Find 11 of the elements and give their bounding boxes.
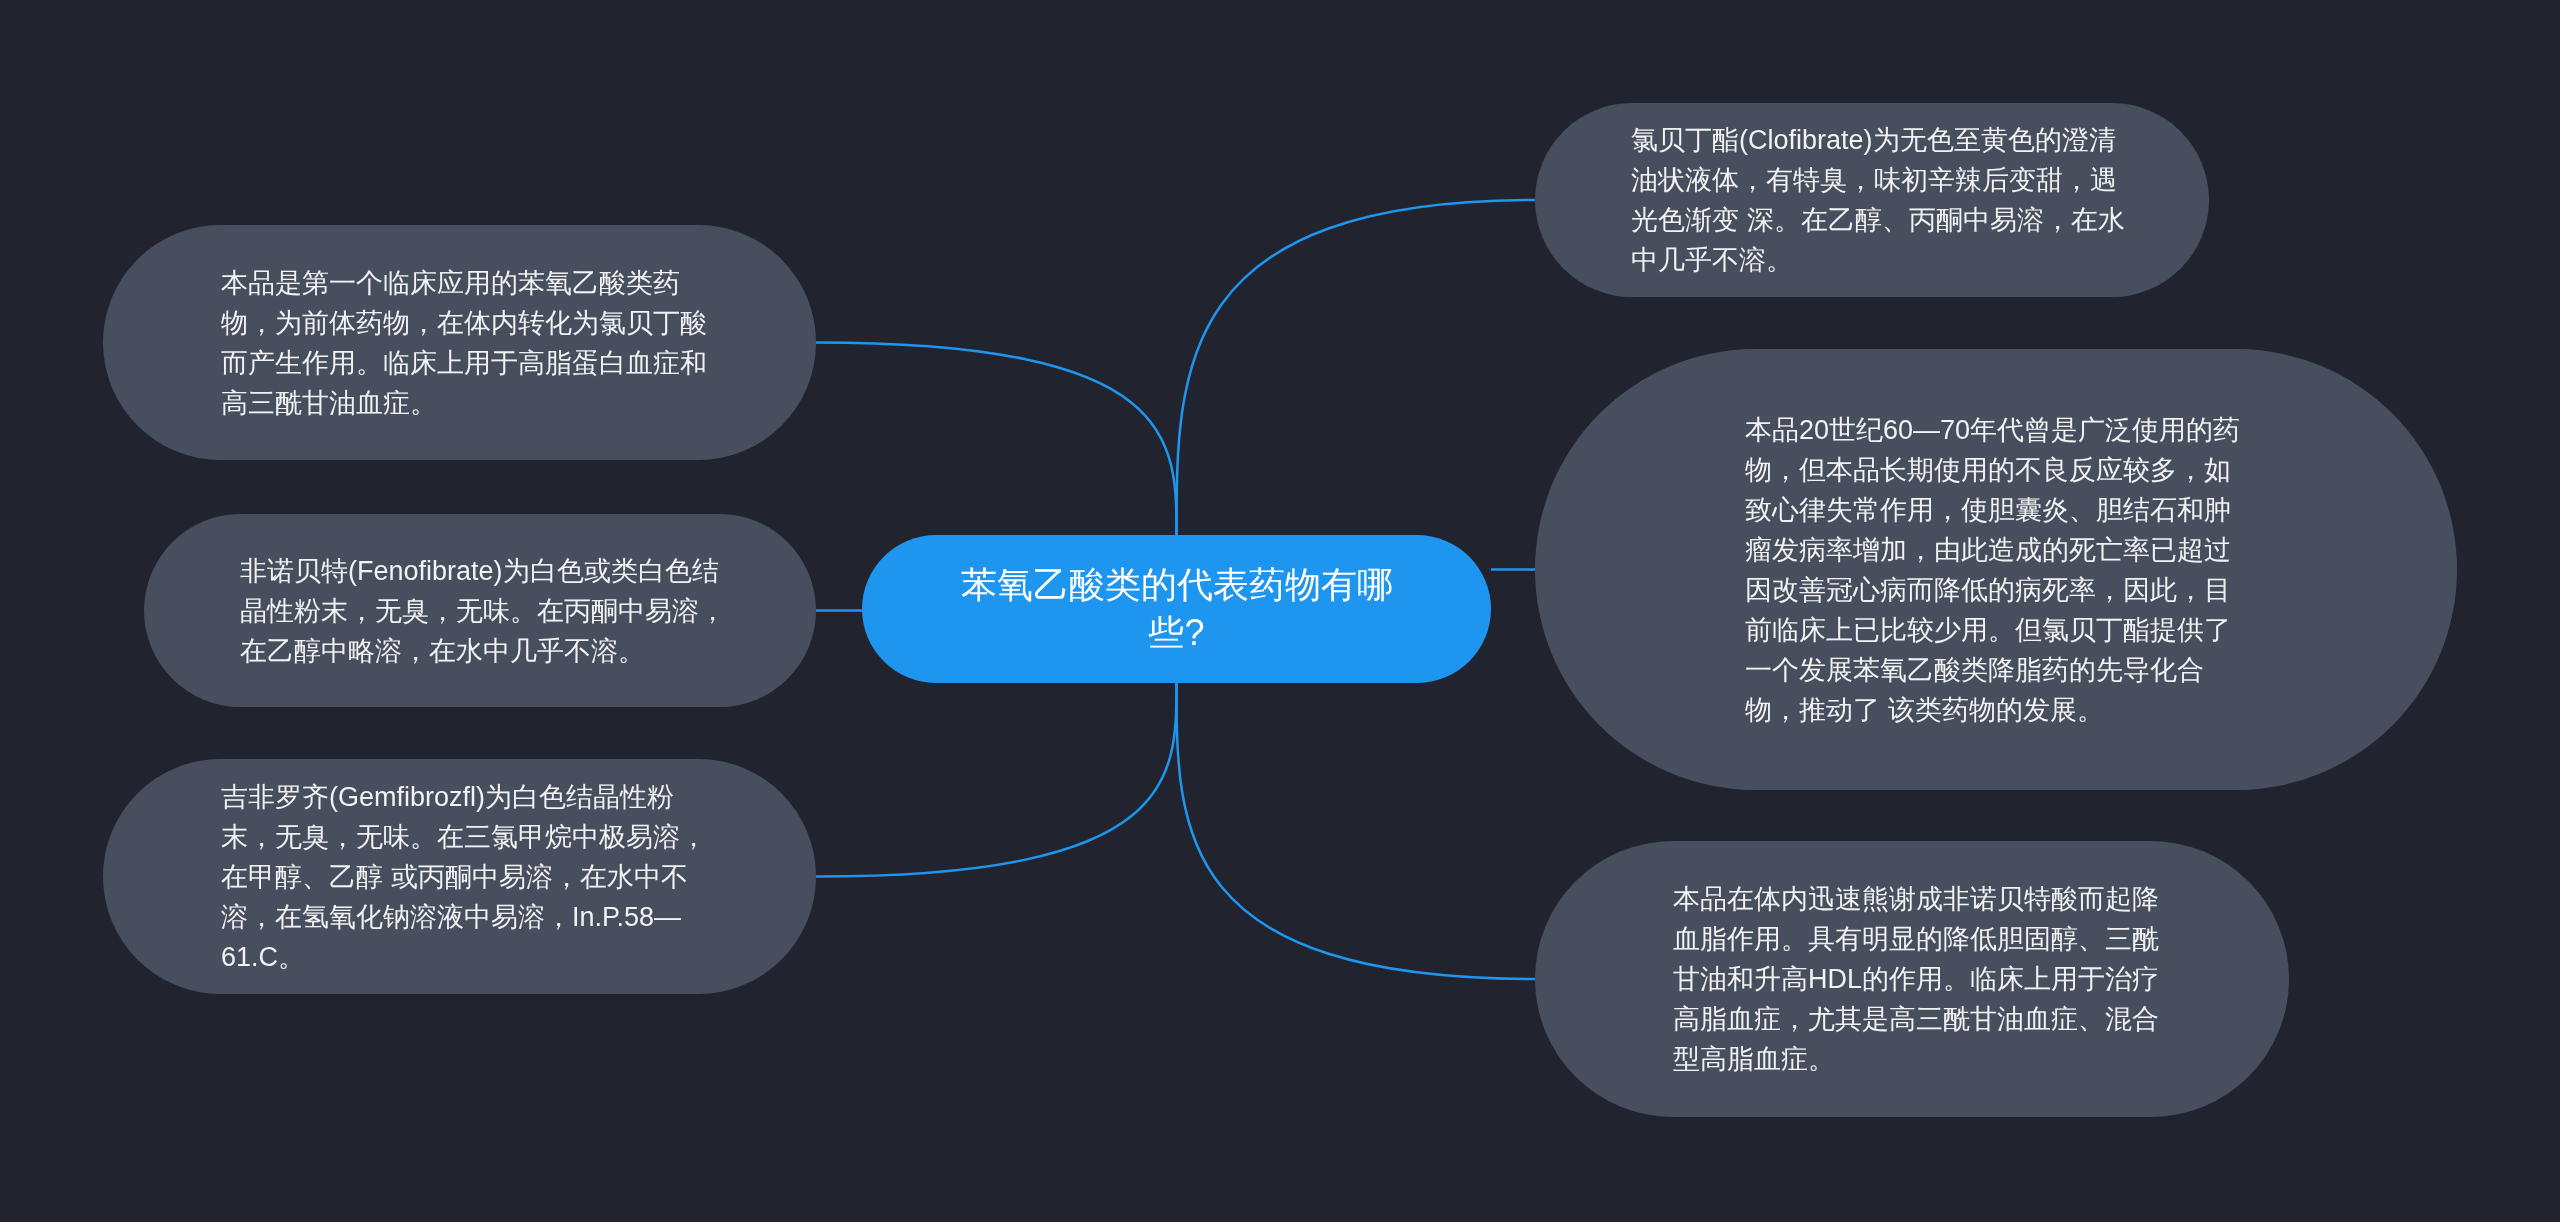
connector-line: [1491, 568, 1535, 571]
topic-text: 本品在体内迅速熊谢成非诺贝特酸而起降血脂作用。具有明显的降低胆固醇、三酰甘油和升高HDL的作用。临床上用于治疗高脂血症，尤其是高三酰甘油血症、混合型高脂血症。: [1673, 883, 2160, 1076]
connector-line: [1175, 683, 1536, 981]
topic-text: 本品是第一个临床应用的苯氧乙酸类药物，为前体药物，在体内转化为氯贝丁酸而产生作用。临床上用于高脂蛋白血症和高三酰甘油血症。: [221, 266, 708, 420]
topic-text: 本品20世纪60—70年代曾是广泛使用的药物，但本品长期使用的不良反应较多，如致心律失常作用，使胆囊炎、胆结石和肿瘤发病率增加，由此造成的死亡率已超过因改善冠心病而降低的病死率，因此，目前临床上已比较少用。但氯贝丁酯提供了一个发展苯氧乙酸类降脂药的先导化合物，推动了 该类药物的发展。: [1745, 413, 2242, 727]
connector-line: [1175, 198, 1536, 535]
topic-title: 苯氧乙酸类的代表药物有哪些?: [959, 563, 1394, 655]
topic-text: 氯贝丁酯(Clofibrate)为无色至黄色的澄清油状液体，有特臭，味初辛辣后变甜，遇光色渐变 深。在乙醇、丙酮中易溶，在水中几乎不溶。: [1631, 124, 2126, 277]
connector-line: [816, 609, 862, 612]
topic-text: 吉非罗齐(Gemfibrozfl)为白色结晶性粉末，无臭，无味。在三氯甲烷中极易溶，在甲醇、乙醇 或丙酮中易溶，在水中不溶，在氢氧化钠溶液中易溶，In.P.58—61.C。: [221, 780, 708, 974]
topic-text: 非诺贝特(Fenofibrate)为白色或类白色结晶性粉末，无臭，无味。在丙酮中易溶，在乙醇中略溶，在水中几乎不溶。: [240, 554, 727, 668]
